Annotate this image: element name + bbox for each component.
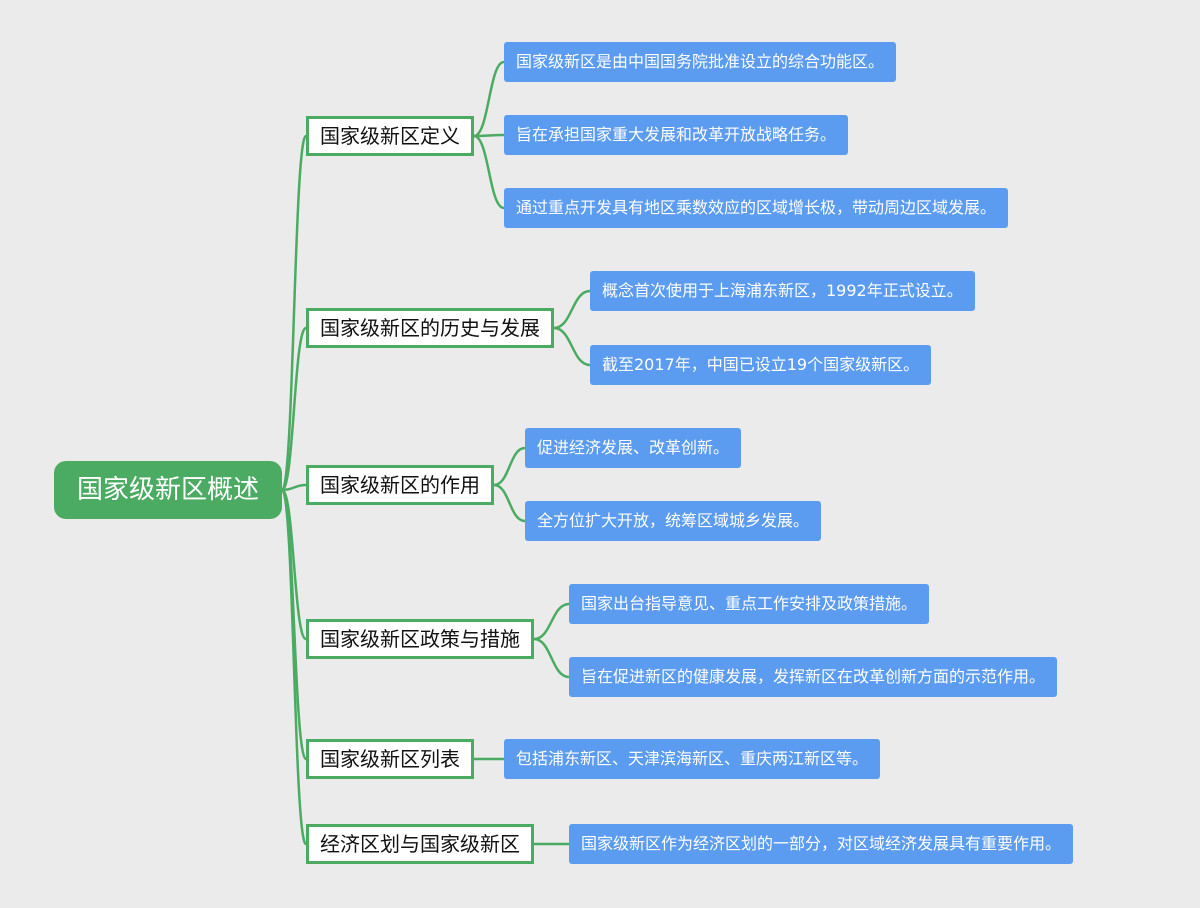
root-to-branch-connector — [280, 488, 308, 846]
branch-to-leaf-connector — [533, 602, 570, 641]
root-to-branch-connector — [281, 483, 307, 492]
branch-to-leaf-connector — [493, 446, 526, 487]
branch-to-leaf-connector — [473, 133, 505, 138]
leaf-topic[interactable]: 旨在承担国家重大发展和改革开放战略任务。 — [504, 115, 849, 155]
leaf-topic[interactable]: 国家出台指导意见、重点工作安排及政策措施。 — [569, 584, 930, 624]
leaf-topic[interactable]: 通过重点开发具有地区乘数效应的区域增长极，带动周边区域发展。 — [504, 188, 1009, 228]
branch-topic-economic-zone[interactable]: 经济区划与国家级新区 — [306, 824, 534, 864]
leaf-topic[interactable]: 促进经济发展、改革创新。 — [525, 428, 742, 468]
branch-topic-policy[interactable]: 国家级新区政策与措施 — [306, 619, 534, 659]
root-topic[interactable]: 国家级新区概述 — [54, 461, 282, 519]
leaf-topic[interactable]: 旨在促进新区的健康发展，发挥新区在改革创新方面的示范作用。 — [569, 657, 1058, 697]
root-to-branch-connector — [280, 134, 308, 492]
root-to-branch-connector — [280, 488, 308, 761]
leaf-topic[interactable]: 国家级新区作为经济区划的一部分，对区域经济发展具有重要作用。 — [569, 824, 1074, 864]
branch-to-leaf-connector — [533, 637, 570, 679]
branch-to-leaf-connector — [553, 289, 591, 330]
branch-to-leaf-connector — [473, 134, 505, 210]
branch-topic-role[interactable]: 国家级新区的作用 — [306, 465, 494, 505]
leaf-topic[interactable]: 概念首次使用于上海浦东新区，1992年正式设立。 — [590, 271, 975, 311]
leaf-topic[interactable]: 截至2017年，中国已设立19个国家级新区。 — [590, 345, 932, 385]
branch-topic-list[interactable]: 国家级新区列表 — [306, 739, 474, 779]
branch-topic-definition[interactable]: 国家级新区定义 — [306, 116, 474, 156]
branch-topic-history[interactable]: 国家级新区的历史与发展 — [306, 308, 554, 348]
leaf-topic[interactable]: 包括浦东新区、天津滨海新区、重庆两江新区等。 — [504, 739, 881, 779]
leaf-topic[interactable]: 国家级新区是由中国国务院批准设立的综合功能区。 — [504, 42, 897, 82]
root-to-branch-connector — [280, 326, 308, 492]
branch-to-leaf-connector — [553, 326, 591, 367]
branch-to-leaf-connector — [473, 60, 505, 138]
branch-to-leaf-connector — [493, 483, 526, 523]
leaf-topic[interactable]: 全方位扩大开放，统筹区域城乡发展。 — [525, 501, 822, 541]
